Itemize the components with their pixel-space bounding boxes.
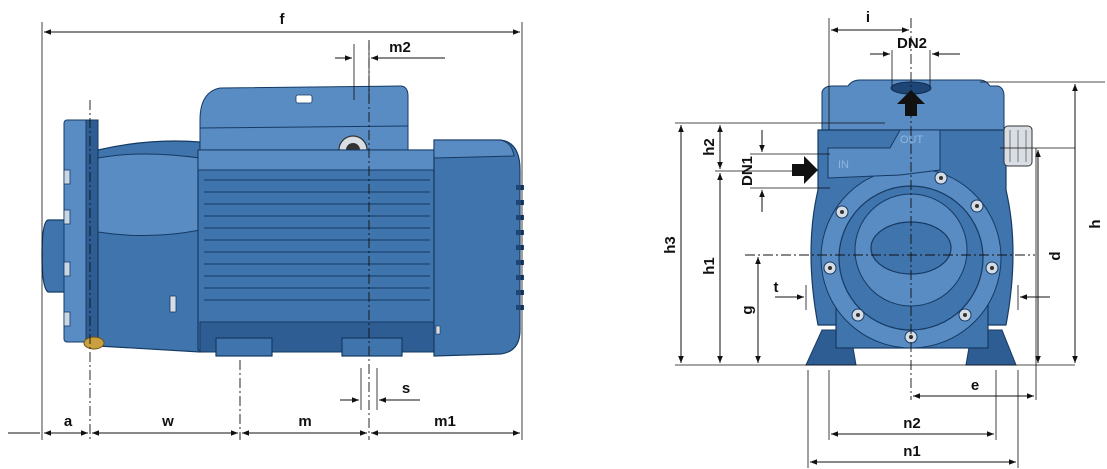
label-m2: m2 — [389, 39, 411, 56]
port-label-out: OUT — [900, 134, 924, 146]
motor-top-band — [197, 149, 435, 171]
label-f: f — [280, 11, 286, 28]
inlet-arrow-icon — [792, 156, 818, 184]
label-d: d — [1047, 251, 1064, 260]
front-dimension-labels: i DN2 h2 DN1 h3 h1 g t d h e n2 n1 IN OU… — [662, 9, 1104, 460]
volute-bolts — [823, 171, 999, 344]
drain-plug — [83, 336, 105, 350]
side-pump-illustration — [41, 85, 524, 357]
port-label-in: IN — [838, 159, 849, 171]
label-e: e — [971, 377, 979, 394]
label-i: i — [866, 9, 870, 26]
volute-highlight — [97, 153, 201, 237]
flange-edge — [85, 119, 99, 343]
label-h2: h2 — [701, 138, 718, 156]
fan-cover — [433, 139, 521, 357]
side-dimension-labels: f m2 a w m m1 s — [64, 11, 456, 430]
front-view: i DN2 h2 DN1 h3 h1 g t d h e n2 n1 IN OU… — [662, 9, 1105, 468]
label-n1: n1 — [903, 443, 921, 460]
motor-foot-left — [215, 337, 273, 357]
label-dn1: DN1 — [739, 156, 756, 186]
side-dimension-lines — [8, 22, 523, 440]
flange-bolts — [63, 169, 71, 327]
label-m1: m1 — [434, 413, 456, 430]
label-s: s — [402, 380, 410, 397]
label-n2: n2 — [903, 415, 921, 432]
terminal-box — [199, 85, 409, 151]
motor-foot-right — [341, 337, 403, 357]
inlet-boss — [41, 219, 67, 293]
label-h: h — [1087, 219, 1104, 228]
motor-fins — [204, 179, 430, 301]
inlet-passage — [827, 129, 941, 179]
label-h3: h3 — [662, 236, 679, 254]
label-m: m — [298, 413, 311, 430]
front-dimension-lines — [675, 18, 1105, 468]
fan-cover-vents — [516, 185, 524, 310]
label-g: g — [739, 305, 756, 314]
label-w: w — [161, 413, 174, 430]
label-dn2: DN2 — [897, 35, 927, 52]
side-view: f m2 a w m m1 s — [8, 11, 524, 440]
label-a: a — [64, 413, 73, 430]
label-t: t — [774, 279, 779, 296]
label-h1: h1 — [701, 257, 718, 275]
